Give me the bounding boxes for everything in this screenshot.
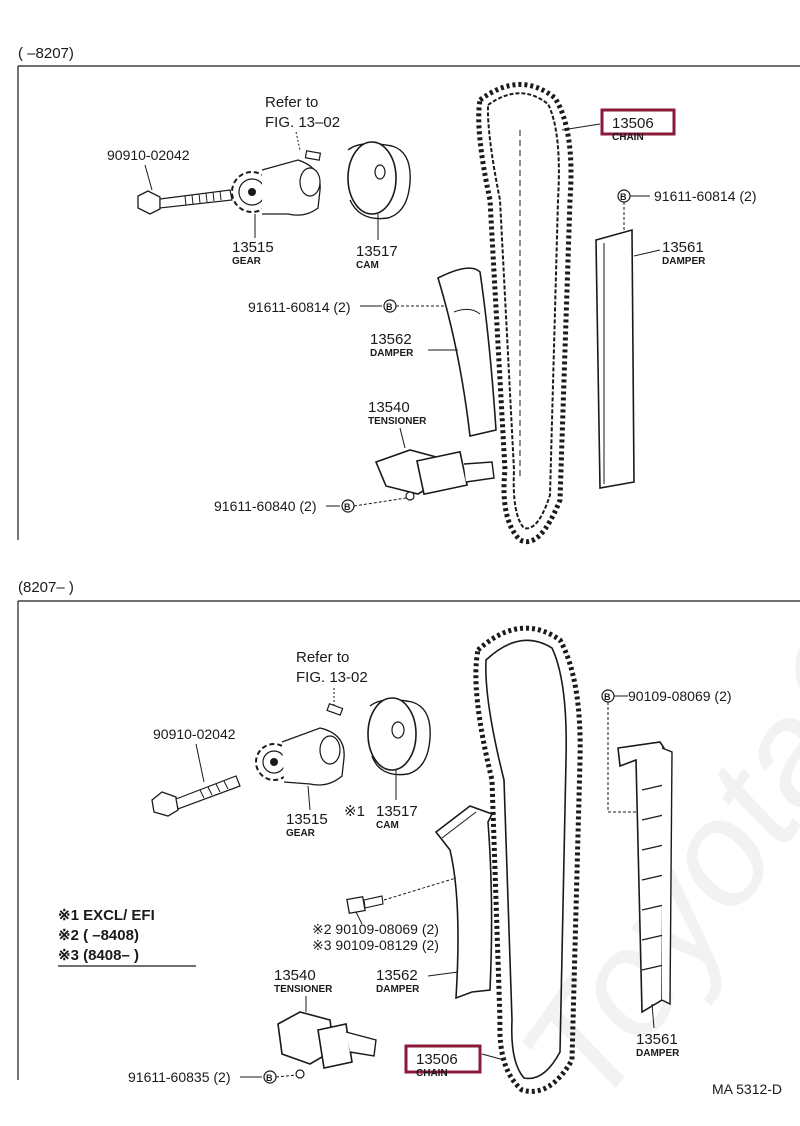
bottom-range-label: (8207– ) (18, 579, 74, 596)
top-tensioner-pn: 13540 (368, 399, 410, 416)
bottom-bolt-icon (151, 775, 241, 817)
legend-item-1: ※1 EXCL/ EFI (58, 907, 155, 924)
bottom-damper-l-pn: 13562 (376, 967, 418, 984)
bottom-damper-r-marker-label: B (604, 692, 611, 702)
bottom-damper-r-icon (617, 741, 673, 1014)
top-cam-icon (347, 141, 411, 220)
top-range-label: ( –8207) (18, 45, 74, 62)
top-section: ( –8207) Refer to FIG. 13–02 90910-02042… (17, 45, 800, 544)
top-refer-fig: FIG. 13–02 (265, 114, 340, 131)
top-gear-icon (231, 159, 321, 216)
bottom-damper-r-bolt: 90109-08069 (2) (628, 688, 732, 704)
bottom-gear-pn: 13515 (286, 811, 328, 828)
top-frame (17, 65, 800, 540)
top-chain-icon (476, 82, 574, 544)
bottom-damper-r-name: DAMPER (636, 1048, 680, 1059)
top-tensioner-bolt: 91611-60840 (2) (214, 498, 316, 514)
top-tensioner-marker-label: B (344, 502, 351, 512)
bottom-bolt-pn: 90910-02042 (153, 726, 236, 742)
bottom-chain-pn: 13506 (416, 1051, 458, 1068)
bottom-chain-highlight (404, 1044, 482, 1074)
bottom-tensioner-pn: 13540 (274, 967, 316, 984)
bottom-tensioner-bolt: 91611-60835 (2) (128, 1069, 230, 1085)
bottom-bolt2: ※2 90109-08069 (2) (312, 921, 439, 937)
bottom-gear-icon (255, 727, 345, 786)
bottom-frame (17, 600, 800, 1080)
top-damper-l-bolt: 91611-60814 (2) (248, 299, 350, 315)
top-bolt-pn: 90910-02042 (107, 147, 190, 163)
top-damper-r-icon (595, 228, 635, 489)
footer-code: MA 5312-D (712, 1081, 782, 1097)
top-cam-name: CAM (356, 260, 379, 271)
bottom-chain-icon (473, 625, 583, 1094)
top-bolt-icon (137, 189, 233, 215)
bottom-refer-text: Refer to (296, 649, 349, 666)
bottom-cam-mark: ※1 (344, 803, 365, 820)
bottom-cam-name: CAM (376, 820, 399, 831)
bottom-refer-fig: FIG. 13-02 (296, 669, 368, 686)
top-chain-pn: 13506 (612, 115, 654, 132)
top-damper-r-bolt: 91611-60814 (2) (654, 188, 756, 204)
top-chain-name: CHAIN (612, 132, 644, 143)
top-damper-l-icon (437, 267, 497, 437)
top-chain-highlight (600, 108, 676, 136)
top-damper-r-name: DAMPER (662, 256, 706, 267)
top-gear-name: GEAR (232, 256, 262, 267)
top-pin-icon (304, 150, 322, 161)
top-damper-l-marker-label: B (386, 302, 393, 312)
top-damper-l-name: DAMPER (370, 348, 414, 359)
bottom-section: (8207– ) Refer to FIG. 13-02 90910-02042… (17, 579, 800, 1094)
bottom-damper-l-icon (434, 805, 494, 1000)
top-damper-l-pn: 13562 (370, 331, 412, 348)
bottom-bolt3: ※3 90109-08129 (2) (312, 937, 439, 953)
bottom-gear-name: GEAR (286, 828, 316, 839)
top-damper-r-marker-label: B (620, 192, 627, 202)
bottom-chain-name: CHAIN (416, 1068, 448, 1079)
top-damper-r-pn: 13561 (662, 239, 704, 256)
bottom-tensioner-name: TENSIONER (274, 984, 333, 995)
bottom-pin-icon (326, 703, 344, 716)
legend-item-2: ※2 ( –8408) (58, 927, 139, 944)
bottom-damper-l-name: DAMPER (376, 984, 420, 995)
bottom-legend: ※1 EXCL/ EFI ※2 ( –8408) ※3 (8408– ) (58, 907, 196, 967)
bottom-bolt-small-icon (346, 895, 384, 915)
bottom-tensioner-marker-label: B (266, 1073, 273, 1083)
top-tensioner-icon (374, 449, 495, 501)
top-tensioner-name: TENSIONER (368, 416, 427, 427)
bottom-tensioner-icon (277, 1011, 377, 1079)
top-refer-text: Refer to (265, 94, 318, 111)
bottom-cam-icon (367, 697, 431, 776)
top-gear-pn: 13515 (232, 239, 274, 256)
bottom-damper-r-pn: 13561 (636, 1031, 678, 1048)
bottom-cam-pn: 13517 (376, 803, 418, 820)
top-cam-pn: 13517 (356, 243, 398, 260)
legend-item-3: ※3 (8408– ) (58, 947, 139, 964)
